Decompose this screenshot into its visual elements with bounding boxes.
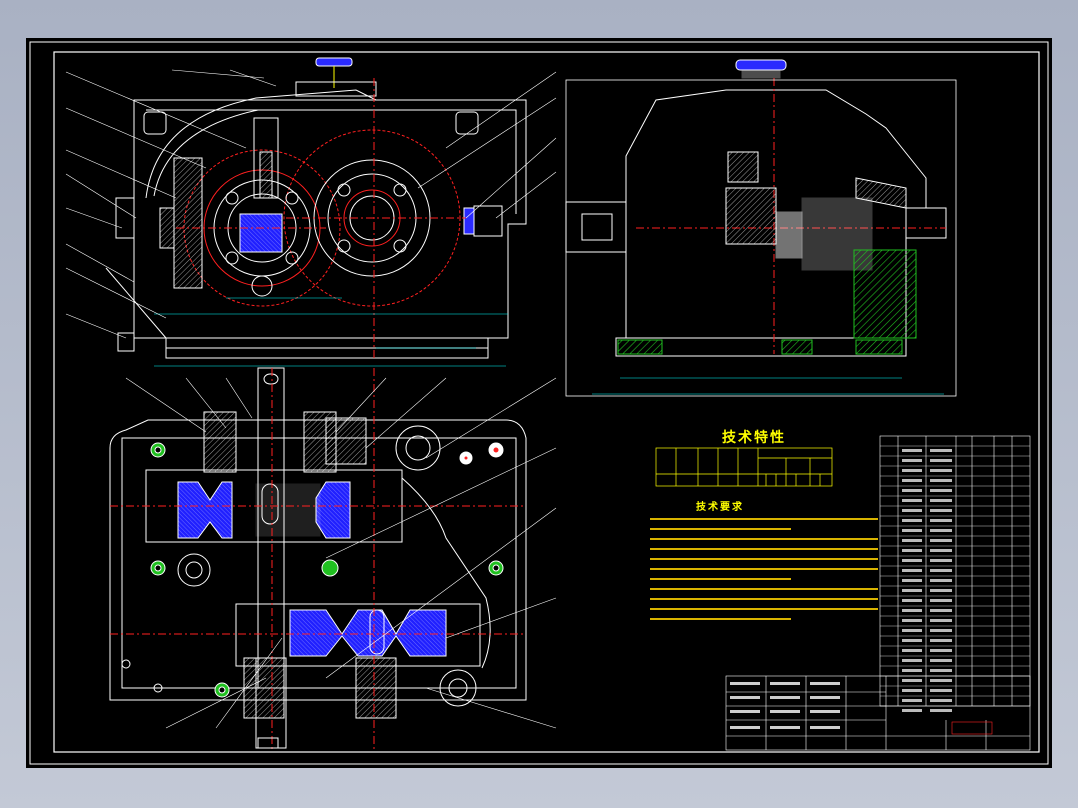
drawing-border-inner [53, 51, 1040, 753]
parts-row-text [902, 509, 922, 512]
parts-row-text [930, 469, 952, 472]
parts-row-text [930, 619, 952, 622]
parts-row-text [902, 519, 922, 522]
title-block-text [730, 726, 760, 729]
title-block-text [730, 696, 760, 699]
title-block-text [810, 726, 840, 729]
tech-spec-table [655, 447, 833, 487]
parts-row-text [930, 669, 952, 672]
parts-row-text [930, 569, 952, 572]
parts-row-text [902, 579, 922, 582]
req-line [650, 578, 792, 580]
parts-row-text [902, 649, 922, 652]
parts-row-text [930, 449, 952, 452]
title-block-text [810, 682, 840, 685]
parts-row-text [930, 609, 952, 612]
parts-row-text [930, 489, 952, 492]
req-line [650, 518, 878, 520]
req-line [650, 618, 792, 620]
parts-row-text [902, 589, 922, 592]
title-block-text [770, 682, 800, 685]
tech-requirements-title: 技术要求 [696, 502, 744, 513]
parts-row-text [930, 529, 952, 532]
title-block-text [810, 710, 840, 713]
side-view [565, 59, 957, 397]
req-line [650, 608, 878, 610]
req-line [650, 598, 878, 600]
title-block [725, 675, 1031, 751]
parts-row-text [930, 559, 952, 562]
parts-row-text [930, 459, 952, 462]
parts-row-text [930, 629, 952, 632]
parts-row-text [930, 659, 952, 662]
req-line [650, 538, 878, 540]
gearbox-assembly-drawing [29, 41, 1049, 765]
parts-row-text [902, 539, 922, 542]
parts-row-text [930, 479, 952, 482]
title-block-text [730, 682, 760, 685]
top-view-bolts [121, 442, 504, 698]
front-bolts [225, 183, 407, 265]
parts-row-text [930, 499, 952, 502]
parts-row-text [902, 469, 922, 472]
parts-row-text [902, 669, 922, 672]
parts-row-text [902, 459, 922, 462]
parts-row-text [930, 509, 952, 512]
parts-row-text [930, 539, 952, 542]
parts-row-text [902, 499, 922, 502]
parts-row-text [902, 709, 922, 712]
title-block-text [730, 710, 760, 713]
parts-list-table [879, 435, 1031, 707]
parts-row-text [930, 549, 952, 552]
parts-list-rows [880, 445, 1030, 712]
parts-row-text [902, 689, 922, 692]
req-line [650, 588, 878, 590]
req-line [650, 548, 878, 550]
parts-row-text [930, 579, 952, 582]
parts-row-text [902, 609, 922, 612]
parts-row-text [902, 449, 922, 452]
parts-row-text [902, 639, 922, 642]
parts-row-text [902, 599, 922, 602]
parts-row-text [930, 699, 952, 702]
cad-viewport[interactable]: 技术特性 技术要求 [26, 38, 1052, 768]
parts-row-text [930, 679, 952, 682]
tech-spec-title: 技术特性 [722, 430, 786, 446]
tech-requirements-text [650, 518, 878, 628]
title-block-text [770, 710, 800, 713]
parts-row-text [930, 589, 952, 592]
front-view [65, 57, 557, 367]
top-view [109, 367, 557, 752]
parts-row-text [902, 569, 922, 572]
parts-row-text [930, 709, 952, 712]
parts-row-text [902, 489, 922, 492]
title-block-rows [730, 682, 840, 729]
parts-row-text [930, 639, 952, 642]
parts-row-text [902, 629, 922, 632]
title-block-text [810, 696, 840, 699]
parts-row-text [902, 549, 922, 552]
parts-row-text [930, 519, 952, 522]
parts-row-text [902, 659, 922, 662]
req-line [650, 558, 878, 560]
title-block-text [770, 696, 800, 699]
parts-row-text [902, 479, 922, 482]
drawing-border-outer [29, 41, 1049, 765]
parts-row-text [902, 699, 922, 702]
req-line [650, 568, 878, 570]
parts-row-text [902, 529, 922, 532]
req-line [650, 528, 792, 530]
parts-row-text [902, 619, 922, 622]
title-block-text [770, 726, 800, 729]
parts-row-text [930, 689, 952, 692]
parts-row-text [930, 599, 952, 602]
parts-row-text [902, 679, 922, 682]
parts-row-text [930, 649, 952, 652]
parts-row-text [902, 559, 922, 562]
